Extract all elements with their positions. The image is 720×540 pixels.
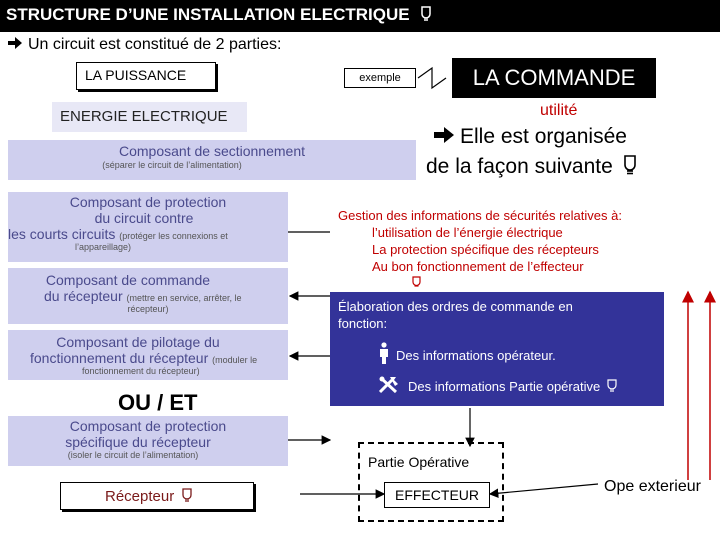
tools-icon	[378, 376, 400, 394]
commande-recepteur-line2: du récepteur	[44, 288, 123, 304]
intro-line: Un circuit est constitué de 2 parties:	[8, 36, 281, 54]
pilotage-note2: fonctionnement du récepteur)	[82, 366, 200, 376]
effecteur-label: EFFECTEUR	[395, 487, 479, 503]
ou-et-label: OU / ET	[118, 390, 198, 415]
puissance-title: LA PUISSANCE	[85, 67, 187, 83]
pilotage-line1: Composant de pilotage du	[56, 334, 220, 350]
bulb-icon	[182, 488, 193, 502]
elaboration-box: Élaboration des ordres de commande en fo…	[330, 292, 664, 406]
protection-circuit-line2: du circuit contre	[94, 210, 194, 226]
utilite-label: utilité	[540, 102, 578, 119]
commande-recepteur-box: Composant de commande du récepteur (mett…	[8, 268, 288, 324]
bulb-icon	[607, 379, 617, 392]
bulb-icon	[623, 154, 637, 175]
sectionnement-note: (séparer le circuit de l’alimentation)	[102, 160, 242, 170]
sectionnement-box: Composant de sectionnement (séparer le c…	[8, 140, 416, 180]
partie-operative-label: Partie Opérative	[368, 454, 470, 470]
energie-box: ENERGIE ELECTRIQUE	[52, 102, 247, 132]
exemple-connector	[417, 66, 447, 90]
arrow-right-icon	[434, 122, 454, 143]
protection-circuit-note1: (protéger les connexions et	[119, 231, 228, 241]
commande-title-box: LA COMMANDE	[452, 58, 656, 98]
partie-operative-box: Partie Opérative	[358, 442, 504, 522]
sectionnement-title: Composant de sectionnement	[119, 143, 305, 159]
energie-label: ENERGIE ELECTRIQUE	[60, 108, 228, 125]
protection-recepteur-line1: Composant de protection	[69, 418, 227, 434]
pilotage-line2: fonctionnement du récepteur	[30, 350, 209, 366]
organisee-line1: Elle est organisée	[460, 125, 627, 148]
gestion-line3: La protection spécifique des récepteurs	[372, 242, 599, 257]
elaboration-operateur: Des informations opérateur.	[396, 348, 556, 363]
arrow-ope-effecteur	[488, 483, 599, 499]
recepteur-box: Récepteur	[60, 482, 254, 510]
page-title: STRUCTURE D’UNE INSTALLATION ELECTRIQUE	[6, 5, 410, 24]
organisee-line2: de la façon suivante	[426, 155, 613, 178]
arrow-right-icon	[8, 36, 22, 49]
effecteur-box: EFFECTEUR	[384, 482, 490, 508]
gestion-line1: Gestion des informations de sécurités re…	[338, 208, 622, 223]
elaboration-line2: fonction:	[338, 316, 388, 331]
protection-circuit-line1: Composant de protection	[69, 194, 227, 210]
intro-text: Un circuit est constitué de 2 parties:	[28, 36, 282, 53]
commande-recepteur-note1: (mettre en service, arrêter, le	[126, 293, 242, 303]
elaboration-line1: Élaboration des ordres de commande en	[338, 299, 573, 314]
protection-recepteur-note: (isoler le circuit de l’alimentation)	[67, 450, 199, 460]
organisee-block: Elle est organisée de la façon suivante	[426, 122, 720, 182]
gestion-line2: l’utilisation de l’énergie électrique	[372, 225, 563, 240]
commande-recepteur-line1: Composant de commande	[45, 272, 211, 288]
person-icon	[378, 342, 390, 364]
puissance-box: LA PUISSANCE	[76, 62, 216, 90]
bulb-icon	[412, 275, 421, 287]
recepteur-label: Récepteur	[105, 488, 175, 505]
bulb-icon	[420, 6, 432, 22]
ope-exterieur-label: Ope exterieur	[604, 478, 701, 495]
protection-circuit-note2: l’appareillage)	[74, 242, 132, 252]
protection-recepteur-line2: spécifique du récepteur	[65, 434, 211, 450]
title-bar: STRUCTURE D’UNE INSTALLATION ELECTRIQUE	[0, 0, 720, 32]
gestion-line4: Au bon fonctionnement de l’effecteur	[372, 259, 584, 274]
elaboration-partie: Des informations Partie opérative	[408, 379, 601, 394]
protection-recepteur-box: Composant de protection spécifique du ré…	[8, 416, 288, 466]
commande-title: LA COMMANDE	[472, 65, 636, 90]
exemple-box: exemple	[344, 68, 416, 88]
protection-circuit-box: Composant de protection du circuit contr…	[8, 192, 288, 262]
pilotage-note1: (moduler le	[212, 355, 258, 365]
commande-recepteur-note2: récepteur)	[127, 304, 169, 314]
exemple-label: exemple	[359, 72, 401, 84]
pilotage-box: Composant de pilotage du fonctionnement …	[8, 330, 288, 380]
protection-circuit-line3: les courts circuits	[8, 226, 116, 242]
gestion-box: Gestion des informations de sécurités re…	[330, 200, 664, 292]
